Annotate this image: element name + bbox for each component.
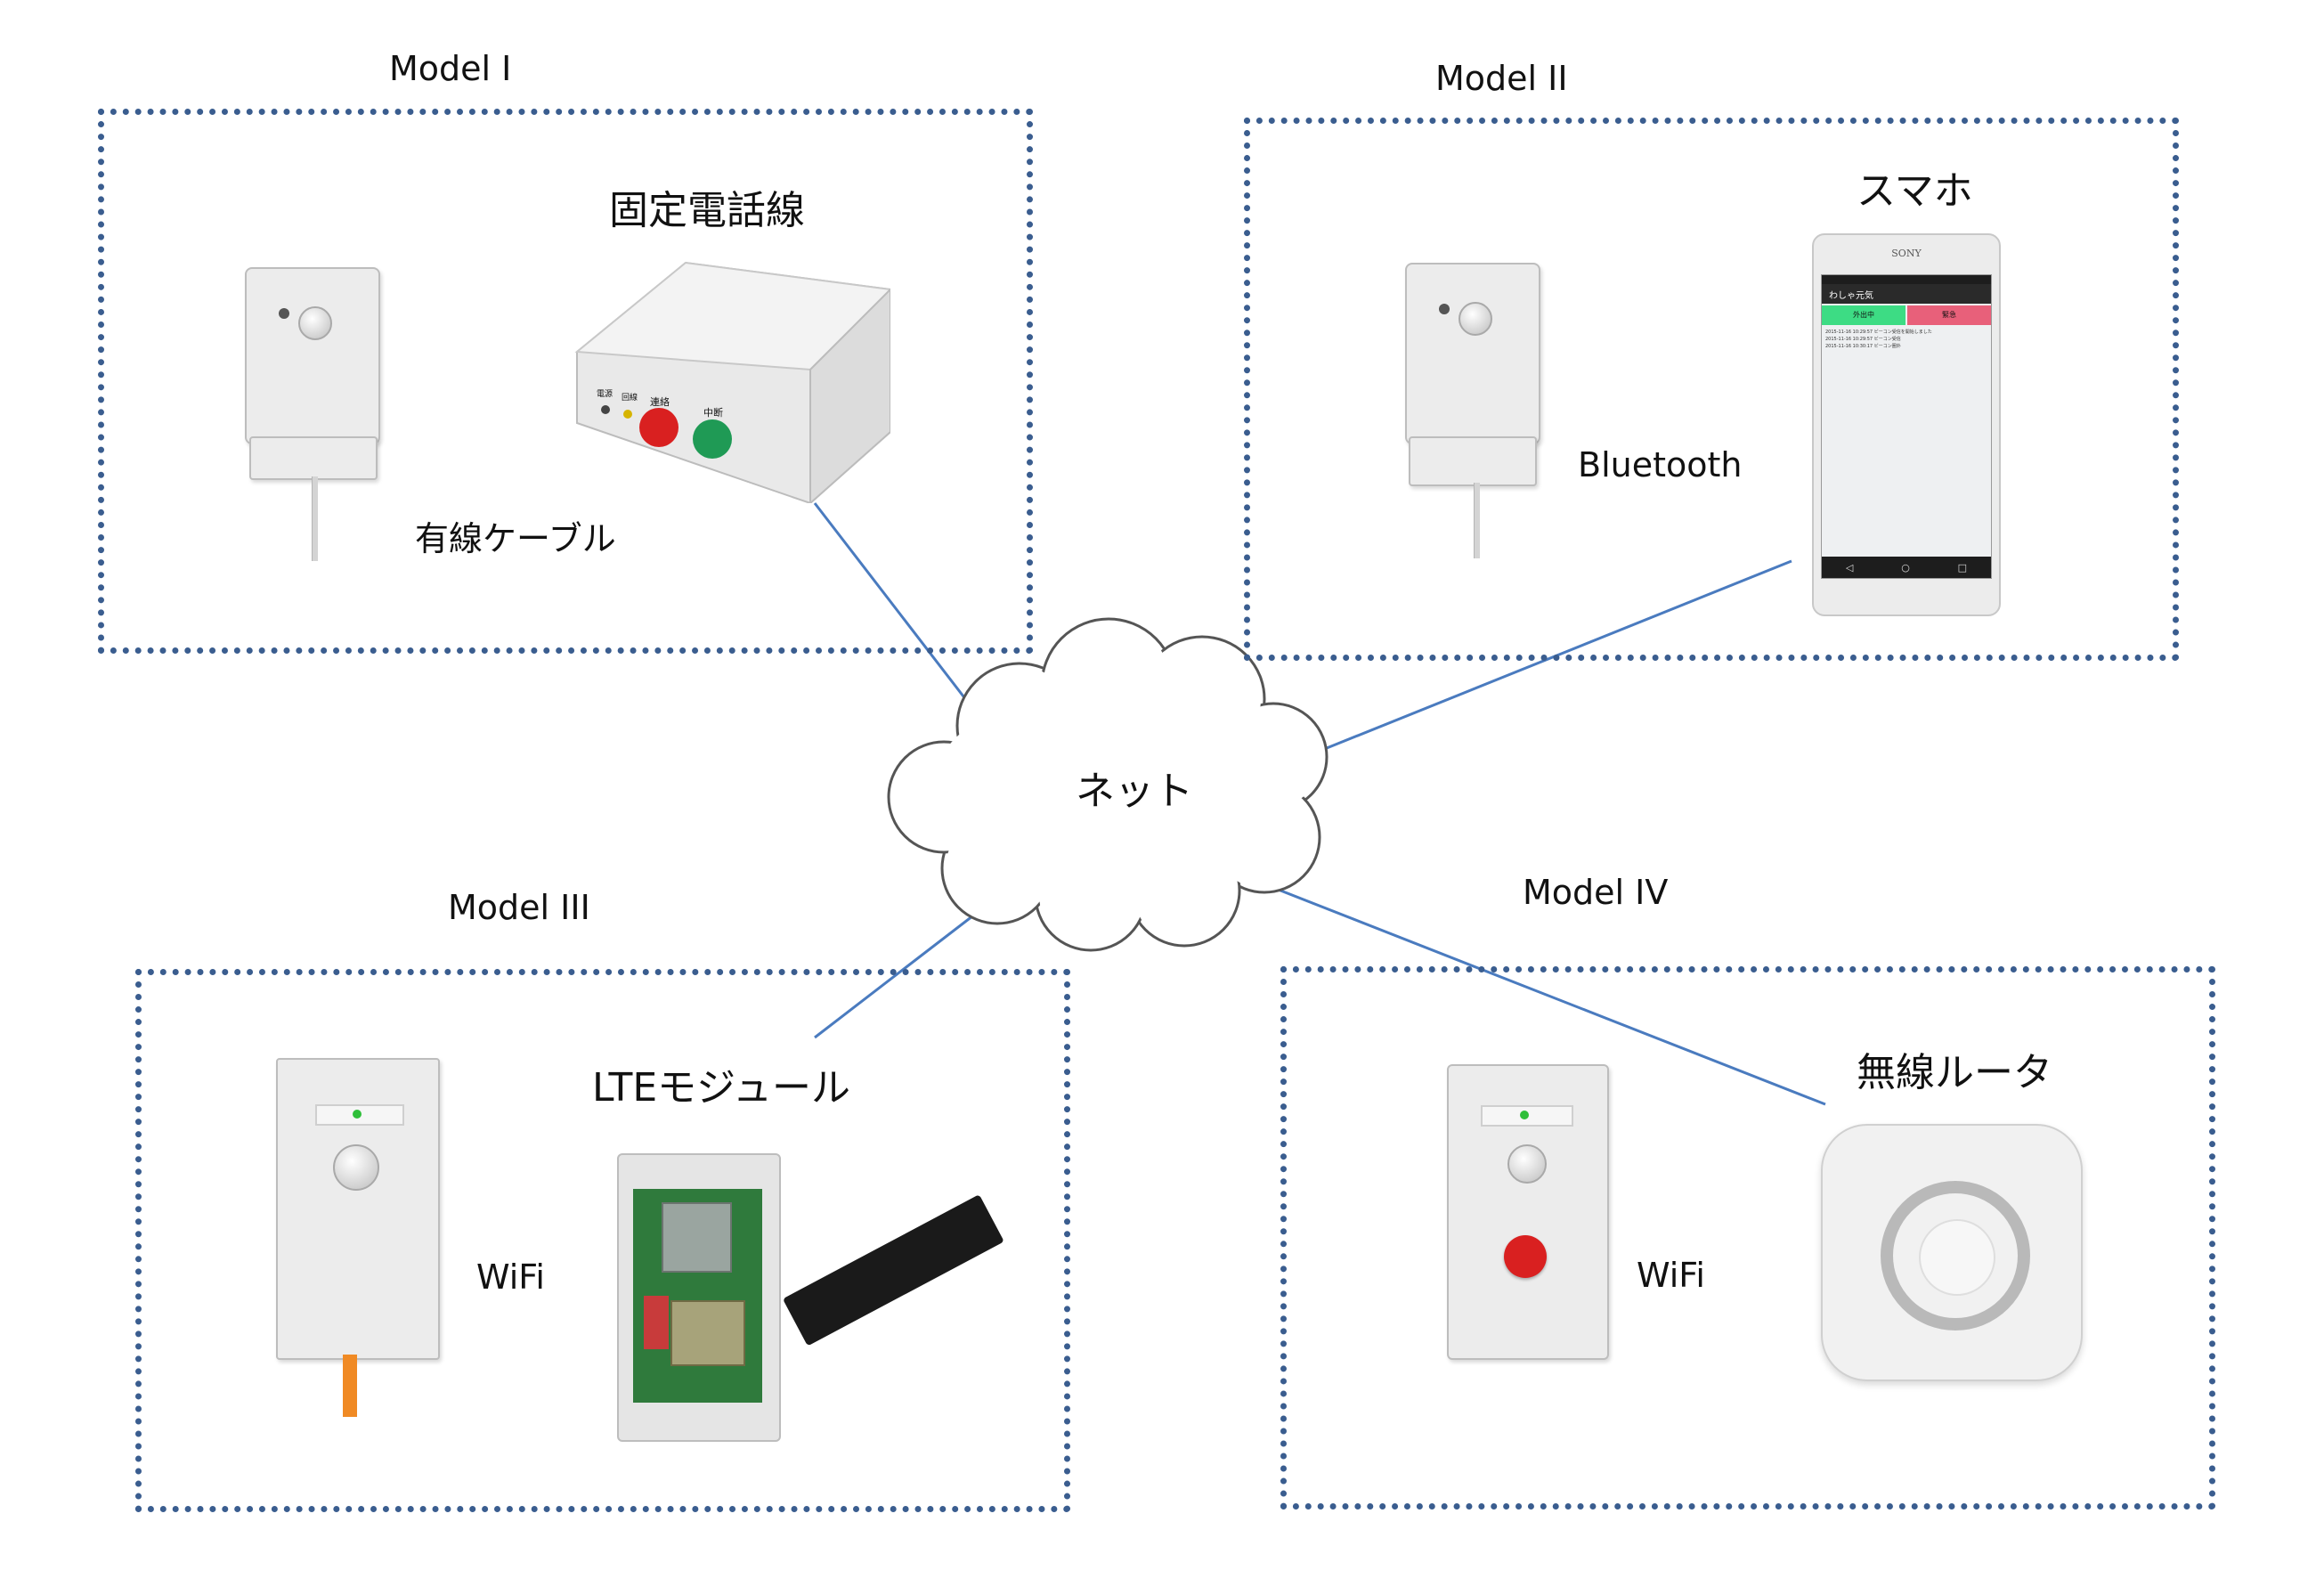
- nav-recent-icon[interactable]: □: [1957, 561, 1968, 574]
- model-1-device-label: 固定電話線: [609, 188, 805, 233]
- terminal-green-button: [693, 419, 732, 459]
- nav-back-icon[interactable]: ◁: [1845, 561, 1854, 574]
- model-4-link-label: WiFi: [1637, 1256, 1705, 1295]
- terminal-red-button: [639, 408, 679, 447]
- wifi-sensor-m3: [276, 1058, 440, 1360]
- lte-module: [617, 1153, 1027, 1456]
- phone-nav-bar: ◁ ○ □: [1822, 557, 1991, 578]
- terminal-illustration: [574, 261, 893, 506]
- module-chip: [662, 1202, 732, 1273]
- lte-chip: [670, 1300, 745, 1366]
- phone-screen: わしゃ元気 外出中 緊急 2015-11-16 10:29:57 ビーコン受信を…: [1821, 274, 1992, 579]
- sensor-cable-m2: [1474, 483, 1480, 558]
- sensor-base-m1: [249, 436, 378, 480]
- model-4-device-label: 無線ルータ: [1857, 1050, 2052, 1095]
- sensor-device-m1: [245, 267, 380, 444]
- sensor-base-m2: [1409, 436, 1537, 486]
- sensor-button: [298, 306, 332, 340]
- net-label: ネット: [1076, 769, 1193, 814]
- wifi-sensor-m4: [1447, 1064, 1609, 1360]
- terminal-led-2: [623, 410, 632, 419]
- app-toolbar: わしゃ元気: [1822, 284, 1991, 304]
- model-3-device-label: LTEモジュール: [592, 1065, 851, 1111]
- sensor-cable-m1: [312, 476, 318, 561]
- wireless-router: [1821, 1124, 2083, 1381]
- model-1-link-label: 有線ケーブル: [415, 519, 616, 558]
- module-red-board: [644, 1296, 669, 1349]
- model-2-box: [1244, 118, 2179, 661]
- sensor-led: [1439, 304, 1450, 314]
- link-line-m4: [1246, 875, 1826, 1106]
- sensor-button: [1459, 302, 1492, 336]
- terminal-btn-left-label: 連絡: [650, 396, 670, 408]
- terminal-led-1: [601, 405, 610, 414]
- terminal-led1-label: 電源: [597, 390, 614, 399]
- app-log-line: 2015-11-16 10:29:57 ビーコン受信を開始しました: [1825, 330, 1932, 335]
- phone-brand: SONY: [1891, 248, 1922, 259]
- sensor-device-m2: [1405, 263, 1540, 444]
- model-3-link-label: WiFi: [476, 1257, 545, 1297]
- smartphone: SONY わしゃ元気 外出中 緊急 2015-11-16 10:29:57 ビー…: [1812, 233, 2001, 616]
- sensor-green-led: [1520, 1111, 1529, 1119]
- model-2-title: Model II: [1435, 59, 1568, 98]
- sensor-led: [279, 308, 289, 319]
- app-btn-emergency[interactable]: 緊急: [1907, 305, 1991, 325]
- model-4-title: Model IV: [1523, 873, 1669, 912]
- app-log-line: 2015-11-16 10:29:57 ビーコン受信: [1825, 337, 1901, 342]
- sensor-green-led: [353, 1110, 362, 1119]
- antenna-flex: [782, 1194, 1004, 1347]
- orange-cable: [343, 1355, 357, 1417]
- model-3-title: Model III: [448, 888, 590, 927]
- phone-status-bar: [1822, 275, 1991, 284]
- router-center: [1919, 1219, 1995, 1296]
- model-3-box: [135, 969, 1070, 1512]
- nav-home-icon[interactable]: ○: [1901, 561, 1910, 574]
- model-1-title: Model I: [389, 49, 512, 88]
- app-title: わしゃ元気: [1829, 291, 1873, 301]
- model-2-device-label: スマホ: [1857, 168, 1973, 214]
- app-btn-outing[interactable]: 外出中: [1822, 305, 1906, 325]
- model-4-box: [1280, 966, 2215, 1510]
- model-1-box: [98, 109, 1033, 654]
- red-call-button: [1504, 1235, 1547, 1278]
- model-2-link-label: Bluetooth: [1578, 445, 1743, 484]
- sensor-button: [1507, 1144, 1547, 1184]
- link-line-m1: [813, 502, 974, 709]
- phone-line-terminal: 電源 回線 連絡 中断: [570, 236, 893, 506]
- sensor-button: [333, 1144, 379, 1191]
- terminal-led2-label: 回線: [622, 394, 638, 403]
- app-log-line: 2015-11-16 10:30:17 ビーコン圏外: [1825, 344, 1901, 349]
- terminal-btn-right-label: 中断: [703, 407, 723, 419]
